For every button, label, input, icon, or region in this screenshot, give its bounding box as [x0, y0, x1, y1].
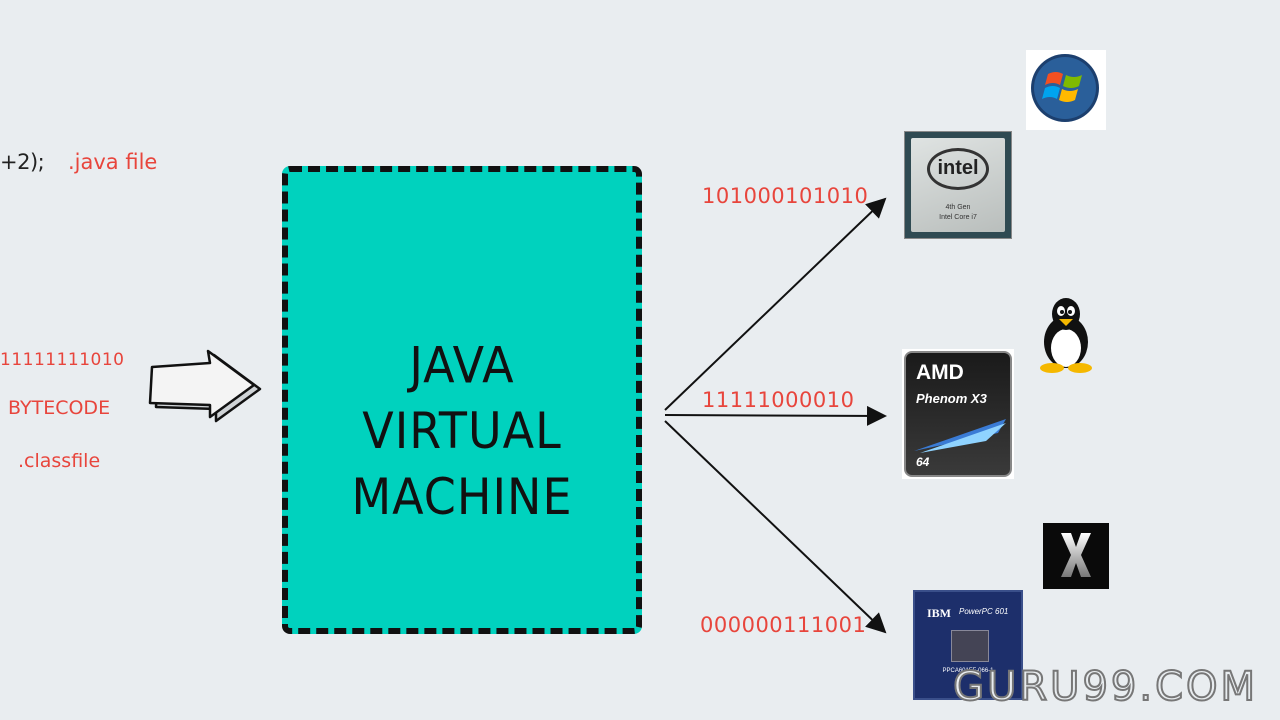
arrow-to-ibm: [664, 420, 887, 634]
ibm-part: PPCA601FF-066-1: [942, 668, 994, 674]
intel-chip-icon: intel 4th Gen Intel Core i7: [904, 131, 1012, 239]
amd-bits: 64: [916, 455, 930, 469]
code-snippet: +2);: [0, 150, 45, 174]
machine-code-ibm: 000000111001: [700, 613, 867, 637]
classfile-label: .classfile: [18, 450, 101, 472]
bytecode-label: BYTECODE: [8, 397, 111, 419]
guru99-watermark: GURU99.COM: [952, 663, 1258, 711]
ibm-model: PowerPC 601: [959, 607, 1009, 616]
jvm-title-line-3: MACHINE: [351, 467, 573, 526]
jvm-box: JAVA VIRTUAL MACHINE: [282, 166, 642, 634]
amd-phenom-chip-icon: AMD Phenom X3 64: [902, 349, 1014, 479]
windows-logo-icon: [1026, 50, 1106, 130]
input-arrow-icon: [148, 349, 262, 423]
linux-tux-icon: [1040, 298, 1092, 373]
bytecode-bits: 11111111010: [0, 350, 125, 370]
jvm-title-line-1: JAVA: [409, 335, 515, 395]
intel-gen-label: 4th Gen: [945, 204, 971, 211]
mac-os-x-logo-icon: [1043, 523, 1109, 589]
intel-model-label: Intel Core i7: [939, 214, 977, 221]
intel-logo: intel: [927, 148, 989, 190]
ibm-powerpc-chip-icon: IBM PowerPC 601 PPCA601FF-066-1: [913, 590, 1023, 700]
ibm-brand: IBM: [927, 606, 951, 620]
amd-model: Phenom X3: [916, 391, 987, 406]
jvm-title: JAVA VIRTUAL MACHINE: [288, 333, 636, 531]
machine-code-amd: 11111000010: [702, 388, 855, 412]
jvm-title-line-2: VIRTUAL: [362, 401, 562, 461]
java-file-label: .java file: [68, 150, 158, 174]
arrow-to-intel: [664, 197, 887, 411]
amd-brand: AMD: [916, 361, 964, 384]
arrow-to-amd: [664, 405, 887, 426]
machine-code-intel: 101000101010: [702, 184, 869, 208]
